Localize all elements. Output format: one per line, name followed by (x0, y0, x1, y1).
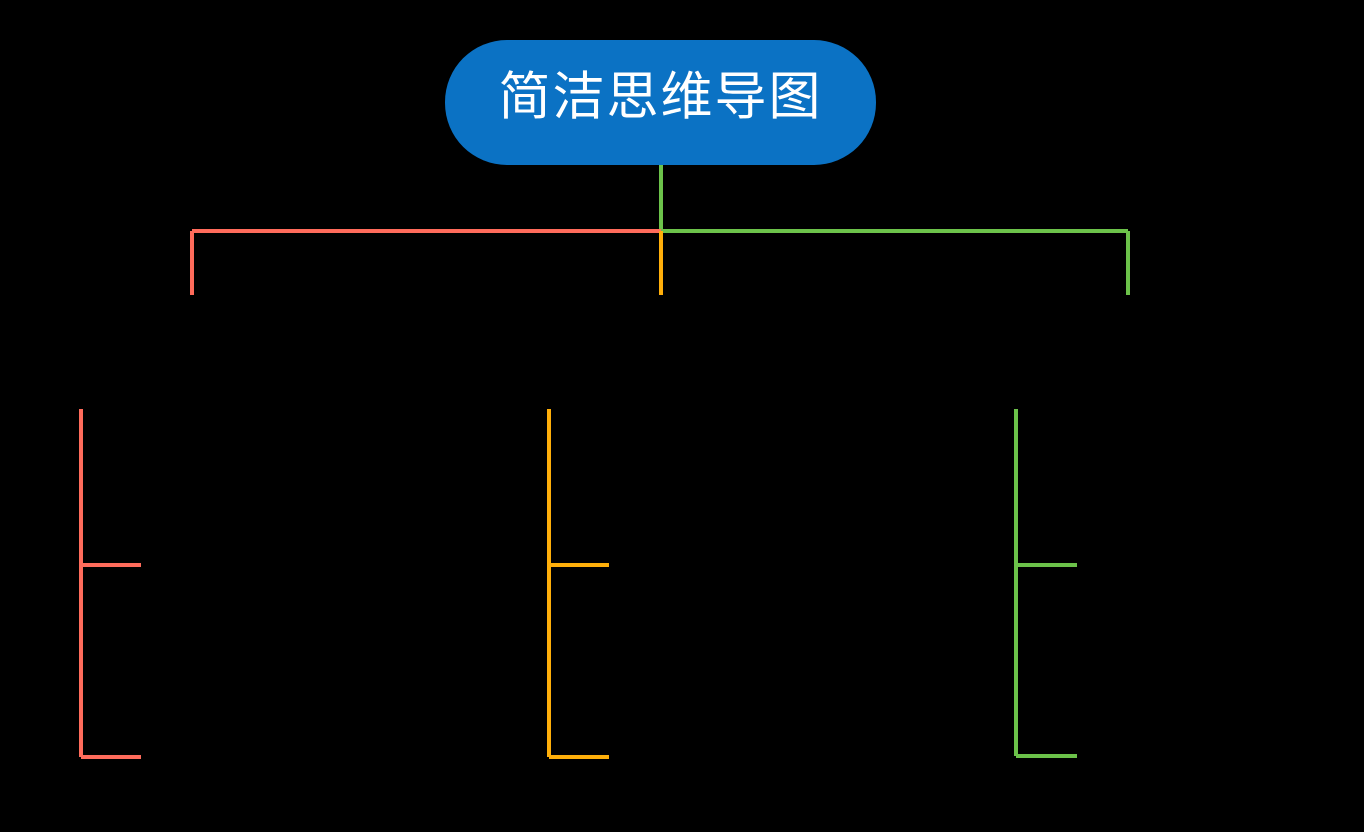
branch-center[interactable] (547, 409, 609, 759)
branch-right[interactable] (1014, 409, 1077, 758)
root-node-shape[interactable] (445, 40, 876, 165)
root-node[interactable]: 简洁思维导图 (445, 40, 876, 165)
branch-layer (79, 409, 1077, 759)
root-node-label: 简洁思维导图 (498, 69, 822, 126)
branch-left[interactable] (79, 409, 141, 759)
connector-layer (190, 165, 1130, 295)
